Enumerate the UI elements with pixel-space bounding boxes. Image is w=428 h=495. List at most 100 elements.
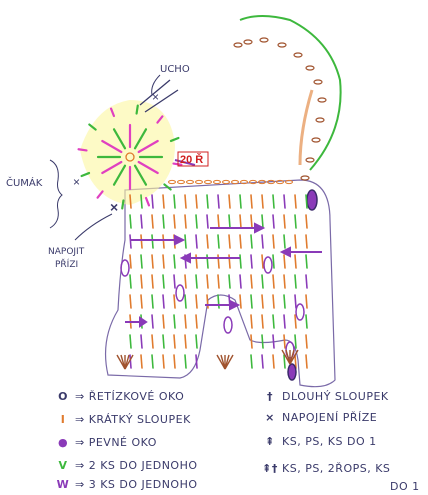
body-stitch [207,215,208,228]
body-stitch [295,215,296,228]
body-stitch [163,215,164,228]
body-stitch [141,255,142,268]
body-stitch [152,235,153,248]
legend-item-into-one: DO 1 [390,480,420,493]
body-stitch [196,355,197,368]
body-stitch [152,215,153,228]
body-stitch [273,335,274,348]
body-stitch [306,215,307,228]
body-stitch [196,315,197,328]
body-stitch [196,195,197,208]
body-stitch [273,315,274,328]
body-stitch [306,235,307,248]
legend-item-join-yarn: ×NAPOJENÍ PŘÍZE [262,411,377,424]
body-top-chain [169,180,176,183]
body-stitch [229,195,230,208]
body-stitch [295,335,296,348]
body-stitch [185,195,186,208]
body-stitch [251,315,252,328]
body-stitch [196,295,197,308]
tail-chain-stitch [318,98,326,102]
body-stitch [218,295,219,308]
body-stitch [163,275,164,288]
body-stitches [117,180,307,380]
body-stitch [163,315,164,328]
body-stitch [207,255,208,268]
body-stitch [262,295,263,308]
body-stitch [306,315,307,328]
body-stitch [141,275,142,288]
body-stitch [174,335,175,348]
body-slip-stitch [224,317,232,333]
head-outer-stitch [122,201,123,209]
body-top-chain [277,180,284,183]
legend-item-ks-ps-2rops-ks: ⇞†KS, PS, 2ŘOPS, KS [262,462,390,475]
tail-chain-stitch [301,176,309,180]
body-stitch [163,355,164,368]
body-stitch [152,335,153,348]
body-top-chain [286,180,293,183]
body-stitch [130,275,131,288]
body-stitch [306,295,307,308]
body-stitch [273,355,274,368]
body-stitch [218,255,219,268]
body-stitch [306,255,307,268]
body-slip-stitch [296,304,304,320]
tail-chain-stitch [294,53,302,57]
body-stitch [273,215,274,228]
join-cross: × [110,199,118,215]
body-stitch [284,235,285,248]
body-stitch [284,255,285,268]
body-stitch [284,215,285,228]
body-top-chain [214,180,221,183]
body-stitch [130,215,131,228]
body-stitch [229,215,230,228]
body-stitch [185,295,186,308]
body-stitch [163,255,164,268]
body-stitch [163,295,164,308]
body-stitch [152,255,153,268]
join-label-line1: NAPOJIT [48,247,85,257]
body-stitch [251,215,252,228]
body-stitch [295,195,296,208]
body-stitch [251,235,252,248]
head-outer-stitch [98,191,103,197]
body-stitch [152,315,153,328]
body-stitch [141,195,142,208]
body-stitch [185,235,186,248]
body-stitch [284,295,285,308]
legend-item-double-crochet: †DLOUHÝ SLOUPEK [262,390,389,403]
body-stitch [152,195,153,208]
body-stitch [196,275,197,288]
body-stitch [207,195,208,208]
head-outer-stitch [79,149,87,150]
body-stitch [229,235,230,248]
legend-item-chain: O⇒ ŘETÍZKOVÉ OKO [55,390,184,403]
ear-cross: × [152,90,159,104]
body-top-chain [223,180,230,183]
head-outer-stitch [137,106,138,114]
tail-outer-edge [240,16,341,170]
legend-item-ks-ps-ks: ⇞KS, PS, KS DO 1 [262,435,377,448]
stitch-count-text: 20 Ř [180,153,203,166]
tail-chain-stitch [278,43,286,47]
body-stitch [185,215,186,228]
body-stitch [295,235,296,248]
legend-item-single-crochet: I⇒ KRÁTKÝ SLOUPEK [55,413,191,426]
body-stitch [295,275,296,288]
body-stitch [163,235,164,248]
body-stitch [185,315,186,328]
body-stitch [306,335,307,348]
body-stitch [251,355,252,368]
body-stitch [152,355,153,368]
tail-chain-stitch [244,40,252,44]
body-stitch [218,275,219,288]
legend-item-3sc-in-one: W⇒ 3 KS DO JEDNOHO [55,478,198,491]
body-stitch [251,295,252,308]
body-stitch [130,335,131,348]
body-stitch [262,255,263,268]
body-stitch [130,235,131,248]
body-stitch [240,235,241,248]
body-stitch [251,195,252,208]
body-stitch [174,315,175,328]
